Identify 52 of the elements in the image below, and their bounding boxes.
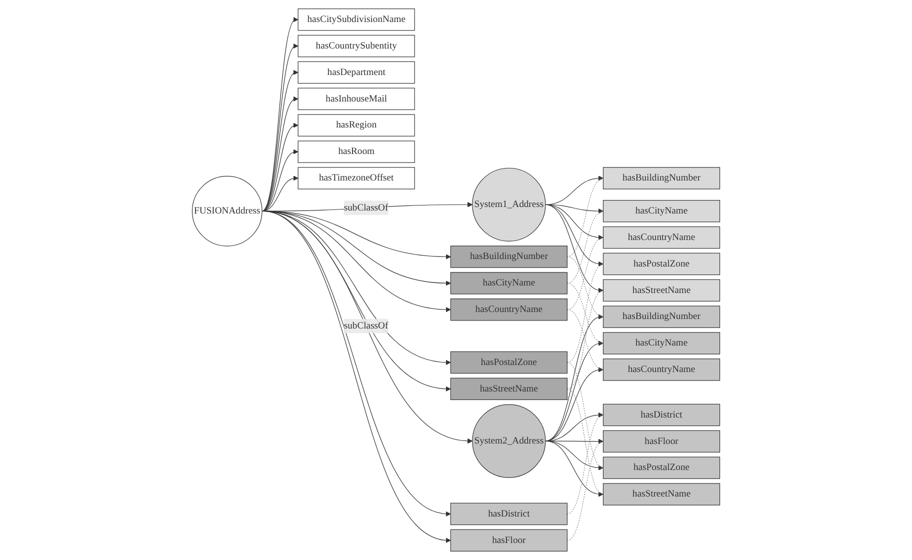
connector <box>566 264 604 363</box>
node-box: hasCityName <box>602 200 720 222</box>
connector <box>566 414 604 514</box>
node-circle: FUSIONAddress <box>192 176 262 246</box>
node-box: hasCityName <box>450 272 568 294</box>
node-box: hasCountryName <box>602 358 720 381</box>
node-box: hasCountryName <box>450 298 568 321</box>
arrow <box>545 315 604 442</box>
node-box: hasCitySubdivisionName <box>298 8 415 31</box>
node-box: hasPostalZone <box>602 252 720 276</box>
node-box: hasDistrict <box>450 502 568 526</box>
node-box: hasDepartment <box>298 61 415 84</box>
connector <box>566 441 604 541</box>
connector <box>566 178 604 258</box>
connector <box>566 388 604 495</box>
node-circle: System1_Address <box>472 168 546 242</box>
node-box: hasCountrySubentity <box>298 34 415 58</box>
connector <box>566 282 604 344</box>
node-box: hasStreetName <box>450 378 568 400</box>
node-box: hasCountryName <box>602 226 720 249</box>
node-box: hasStreetName <box>602 279 720 302</box>
node-box: hasTimezoneOffset <box>298 167 415 190</box>
arrow <box>262 124 298 212</box>
node-box: hasFloor <box>450 529 568 552</box>
arrow <box>545 176 604 205</box>
connector <box>566 362 604 468</box>
arrow <box>262 210 473 444</box>
arrow <box>545 440 604 496</box>
node-box: hasBuildingNumber <box>602 167 720 190</box>
node-box: hasRoom <box>298 140 415 163</box>
node-box: hasBuildingNumber <box>602 306 720 328</box>
connector <box>566 256 604 318</box>
connector <box>566 290 604 390</box>
arrow <box>545 438 604 444</box>
arrow <box>262 70 298 212</box>
node-box: hasPostalZone <box>602 456 720 479</box>
edge-label: subClassOf <box>344 202 388 213</box>
arrow <box>545 204 604 292</box>
connector <box>566 237 604 310</box>
connector <box>566 309 604 370</box>
connector <box>566 210 604 284</box>
node-box: hasCityName <box>602 332 720 354</box>
node-box: hasBuildingNumber <box>450 246 568 268</box>
node-circle: System2_Address <box>472 404 546 478</box>
node-box: hasDistrict <box>602 404 720 426</box>
node-box: hasRegion <box>298 114 415 136</box>
node-box: hasStreetName <box>602 483 720 506</box>
node-box: hasInhouseMail <box>298 88 415 110</box>
arrow <box>262 97 298 212</box>
edge-label: subClassOf <box>344 320 388 331</box>
node-box: hasFloor <box>602 430 720 453</box>
node-box: hasPostalZone <box>450 351 568 374</box>
